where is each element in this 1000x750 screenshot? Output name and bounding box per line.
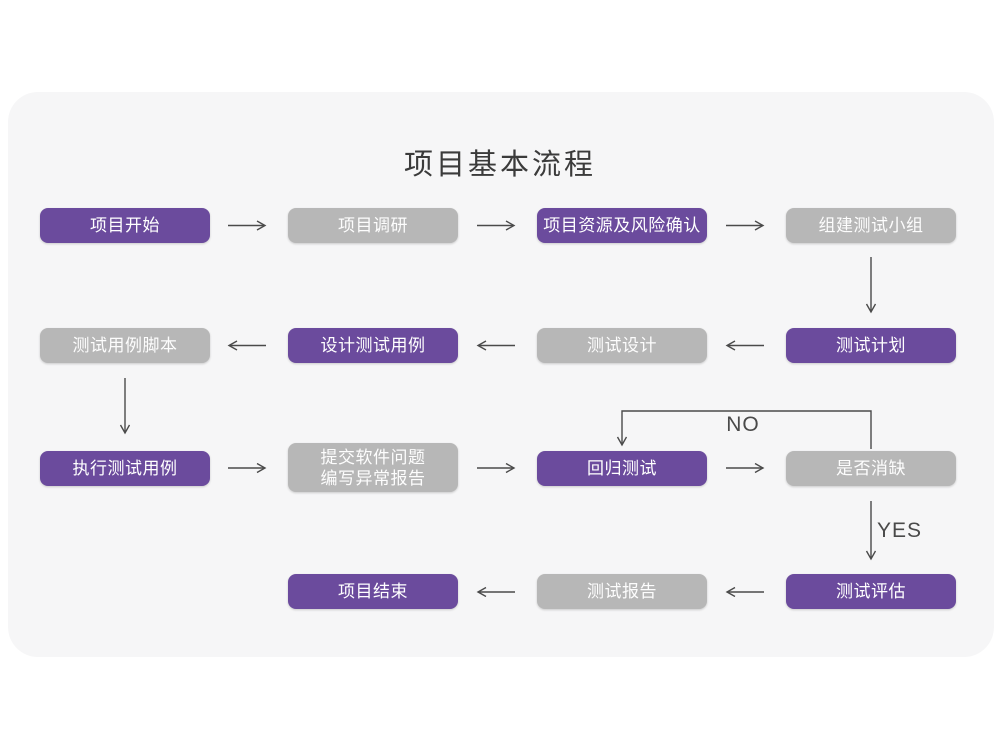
node-resource-risk: 项目资源及风险确认 — [537, 208, 707, 243]
node-defect-cleared: 是否消缺 — [786, 451, 956, 486]
node-execute-test-case: 执行测试用例 — [40, 451, 210, 486]
branch-label-no: NO — [726, 413, 760, 436]
node-test-case-script: 测试用例脚本 — [40, 328, 210, 363]
node-design-test-case: 设计测试用例 — [288, 328, 458, 363]
node-test-plan: 测试计划 — [786, 328, 956, 363]
node-test-design: 测试设计 — [537, 328, 707, 363]
flowchart-card — [8, 92, 994, 657]
node-regression-test: 回归测试 — [537, 451, 707, 486]
node-submit-issue-report: 提交软件问题 编写异常报告 — [288, 443, 458, 492]
node-test-report: 测试报告 — [537, 574, 707, 609]
node-build-test-team: 组建测试小组 — [786, 208, 956, 243]
node-project-research: 项目调研 — [288, 208, 458, 243]
node-test-evaluate: 测试评估 — [786, 574, 956, 609]
branch-label-yes: YES — [877, 519, 923, 542]
page-title: 项目基本流程 — [403, 149, 596, 181]
node-project-start: 项目开始 — [40, 208, 210, 243]
node-project-end: 项目结束 — [288, 574, 458, 609]
